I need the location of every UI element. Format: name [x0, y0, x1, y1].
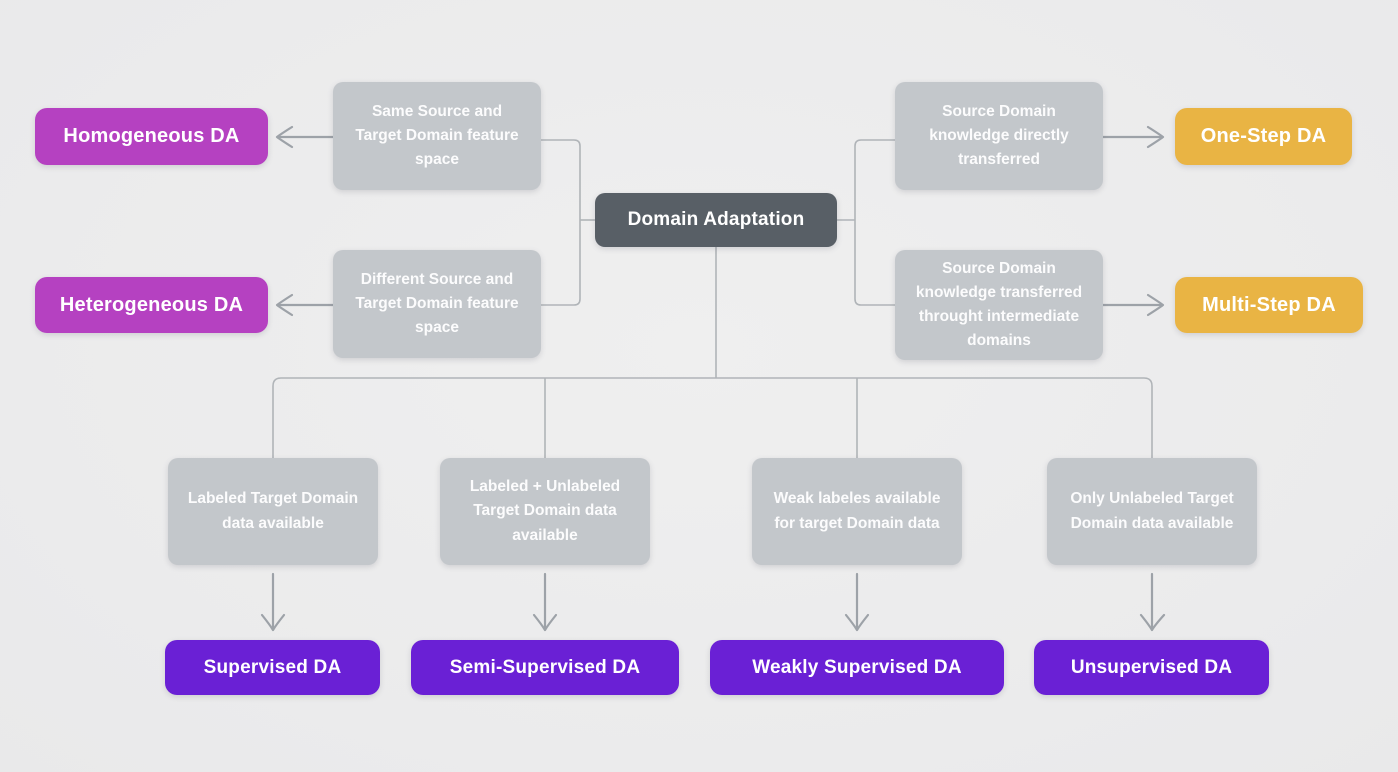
condition-knowledge-intermediate-domains: Source Domain knowledge transferred thro…: [895, 250, 1103, 360]
node-supervised-da: Supervised DA: [165, 640, 380, 695]
arrow-heterogeneous: [275, 293, 335, 317]
node-heterogeneous-da: Heterogeneous DA: [35, 277, 268, 333]
condition-different-feature-space: Different Source and Target Domain featu…: [333, 250, 541, 358]
node-semi-supervised-da: Semi-Supervised DA: [411, 640, 679, 695]
condition-only-unlabeled-target-data: Only Unlabeled Target Domain data availa…: [1047, 458, 1257, 565]
bottom-rail-line: [272, 377, 1153, 458]
arrow-semi-supervised: [532, 572, 558, 632]
node-domain-adaptation: Domain Adaptation: [595, 193, 837, 247]
condition-same-feature-space: Same Source and Target Domain feature sp…: [333, 82, 541, 190]
node-homogeneous-da: Homogeneous DA: [35, 108, 268, 165]
arrow-one-step: [1101, 125, 1165, 149]
left-rail-line: [541, 139, 581, 306]
condition-knowledge-directly-transferred: Source Domain knowledge directly transfe…: [895, 82, 1103, 190]
arrow-homogeneous: [275, 125, 335, 149]
arrow-unsupervised: [1139, 572, 1166, 632]
arrow-weakly-supervised: [844, 572, 870, 632]
node-one-step-da: One-Step DA: [1175, 108, 1352, 165]
right-rail-line: [854, 139, 895, 306]
node-multi-step-da: Multi-Step DA: [1175, 277, 1363, 333]
node-weakly-supervised-da: Weakly Supervised DA: [710, 640, 1004, 695]
arrow-multi-step: [1101, 293, 1165, 317]
condition-labeled-target-data: Labeled Target Domain data available: [168, 458, 378, 565]
node-unsupervised-da: Unsupervised DA: [1034, 640, 1269, 695]
arrow-supervised: [260, 572, 286, 632]
condition-weak-labels-target-data: Weak labeles available for target Domain…: [752, 458, 962, 565]
condition-labeled-unlabeled-target-data: Labeled + Unlabeled Target Domain data a…: [440, 458, 650, 565]
tree-lines: [272, 139, 1153, 458]
